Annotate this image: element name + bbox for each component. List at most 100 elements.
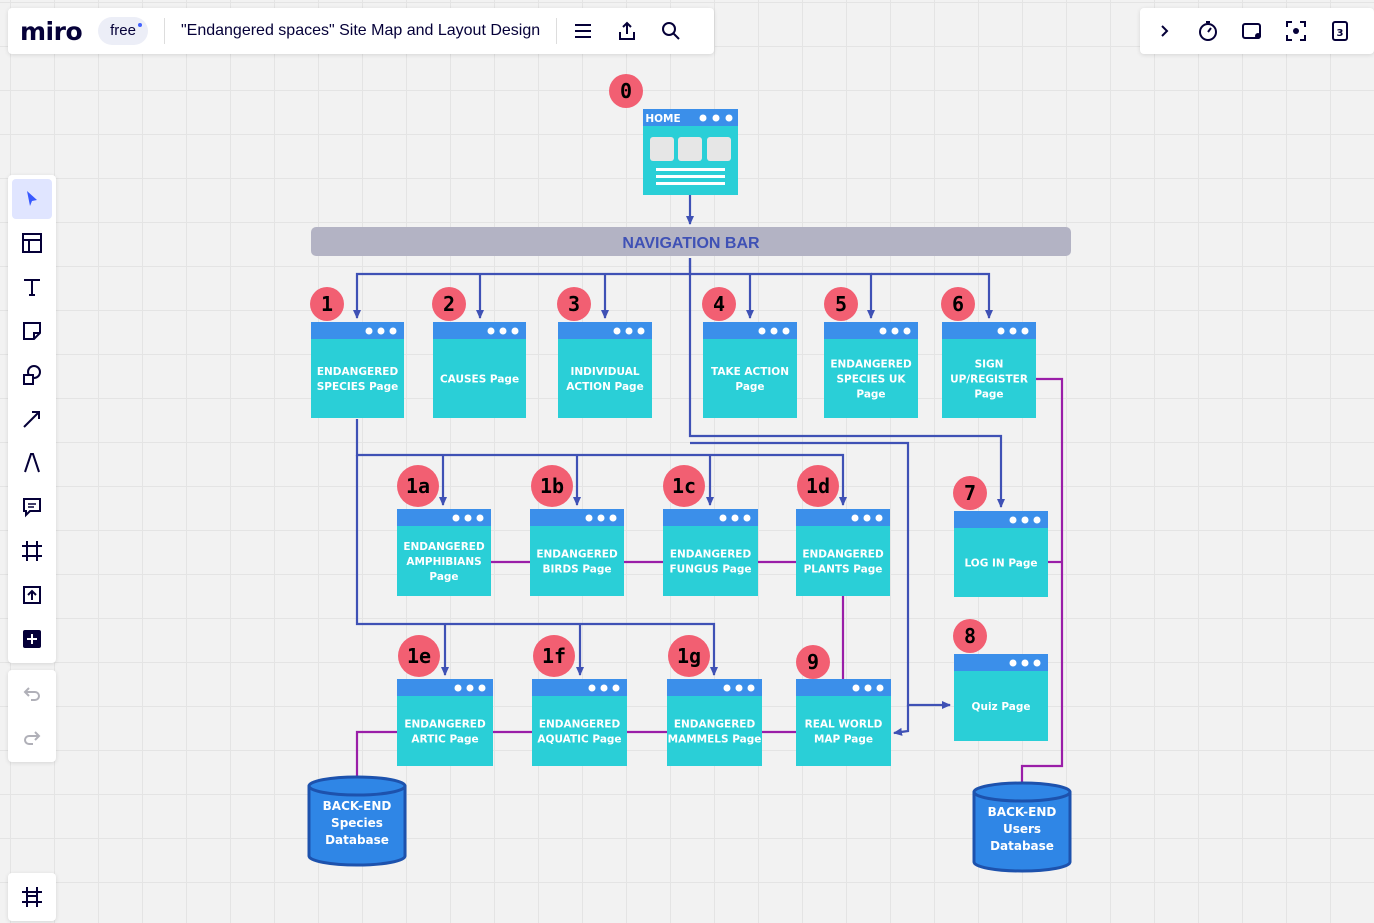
frames-icon[interactable] <box>21 886 43 908</box>
upload-icon[interactable] <box>605 9 649 53</box>
select-cursor-icon[interactable] <box>12 179 52 219</box>
step-badge[interactable]: 1c <box>663 465 705 507</box>
plan-badge[interactable]: free <box>98 17 148 45</box>
step-badge[interactable]: 8 <box>953 619 987 653</box>
window-dot-icon <box>613 327 621 335</box>
upload-icon[interactable] <box>12 575 52 615</box>
counter-icon[interactable]: 3 <box>1318 9 1362 53</box>
navigation-bar-label: NAVIGATION BAR <box>622 235 760 252</box>
connector-arrow[interactable] <box>871 272 993 319</box>
window-dot-icon <box>389 327 397 335</box>
step-badge[interactable]: 0 <box>609 74 643 108</box>
page-label: ARTIC Page <box>411 734 478 746</box>
connector-arrow[interactable] <box>355 455 718 676</box>
redo-icon[interactable] <box>12 718 52 758</box>
window-dot-icon <box>852 684 860 692</box>
collaboration-bar: 3 <box>1140 8 1374 54</box>
page-label: SPECIES UK <box>836 374 906 386</box>
focus-icon[interactable] <box>1274 9 1318 53</box>
badge-label: 3 <box>568 292 580 316</box>
connection-line-icon[interactable] <box>12 399 52 439</box>
badge-label: 0 <box>620 79 632 103</box>
frames-panel-button[interactable] <box>8 873 56 921</box>
window-dot-icon <box>699 114 707 122</box>
step-badge[interactable]: 1e <box>398 635 440 677</box>
timer-icon[interactable] <box>1186 9 1230 53</box>
navigation-bar[interactable]: NAVIGATION BAR <box>311 227 1071 256</box>
window-dot-icon <box>864 684 872 692</box>
search-icon[interactable] <box>649 9 693 53</box>
chevron-right-icon[interactable] <box>1142 9 1186 53</box>
page-label: MAMMELS Page <box>668 734 762 746</box>
connector-arrow[interactable] <box>688 258 1005 508</box>
window-dot-icon <box>588 684 596 692</box>
badge-label: 1c <box>672 474 696 498</box>
step-badge[interactable]: 5 <box>824 287 858 321</box>
badge-label: 6 <box>952 292 964 316</box>
step-badge[interactable]: 4 <box>702 287 736 321</box>
board-title[interactable]: "Endangered spaces" Site Map and Layout … <box>180 22 541 39</box>
connector-arrow[interactable] <box>690 441 951 709</box>
page-label: ENDANGERED <box>830 359 912 371</box>
window-dot-icon <box>879 327 887 335</box>
step-badge[interactable]: 1g <box>668 635 710 677</box>
miro-logo[interactable]: miro <box>20 16 83 46</box>
window-dot-icon <box>511 327 519 335</box>
step-badge[interactable]: 1b <box>531 465 573 507</box>
step-badge[interactable]: 1d <box>797 465 839 507</box>
connector-arrow[interactable] <box>355 419 847 506</box>
window-dot-icon <box>1033 659 1041 667</box>
step-badge[interactable]: 7 <box>953 476 987 510</box>
page-label: AMPHIBIANS <box>406 556 481 568</box>
menu-icon[interactable] <box>561 9 605 53</box>
step-badge[interactable]: 3 <box>557 287 591 321</box>
templates-icon[interactable] <box>12 223 52 263</box>
page-wireframe-p8[interactable]: Quiz Page <box>954 654 1048 741</box>
connector-arrow[interactable] <box>353 258 692 319</box>
pen-icon[interactable] <box>12 443 52 483</box>
add-icon[interactable] <box>12 619 52 659</box>
window-dot-icon <box>466 684 474 692</box>
step-badge[interactable]: 1 <box>310 287 344 321</box>
connector-arrow[interactable] <box>893 705 910 736</box>
frame-icon[interactable] <box>12 531 52 571</box>
step-badge[interactable]: 2 <box>432 287 466 321</box>
comment-icon[interactable] <box>12 487 52 527</box>
window-dot-icon <box>903 327 911 335</box>
page-wireframe-p2[interactable]: CAUSES Page <box>433 322 526 418</box>
step-badge[interactable]: 1a <box>397 465 439 507</box>
link-line[interactable] <box>355 730 397 778</box>
step-badge[interactable]: 9 <box>796 645 830 679</box>
text-icon[interactable] <box>12 267 52 307</box>
step-badge[interactable]: 1f <box>533 635 575 677</box>
link-line[interactable] <box>1020 377 1064 784</box>
card-icon[interactable] <box>1230 9 1274 53</box>
sticky-note-icon[interactable] <box>12 311 52 351</box>
page-wireframe-p7[interactable]: LOG IN Page <box>954 511 1048 597</box>
undo-icon[interactable] <box>12 674 52 714</box>
shapes-icon[interactable] <box>12 355 52 395</box>
step-badge[interactable]: 6 <box>941 287 975 321</box>
page-label: ENDANGERED <box>536 549 618 561</box>
badge-label: 1b <box>540 474 564 498</box>
window-dot-icon <box>1009 327 1017 335</box>
connector-lines[interactable] <box>353 195 1064 784</box>
badge-label: 1f <box>542 644 566 668</box>
home-page-wireframe[interactable]: HOME <box>643 109 738 195</box>
